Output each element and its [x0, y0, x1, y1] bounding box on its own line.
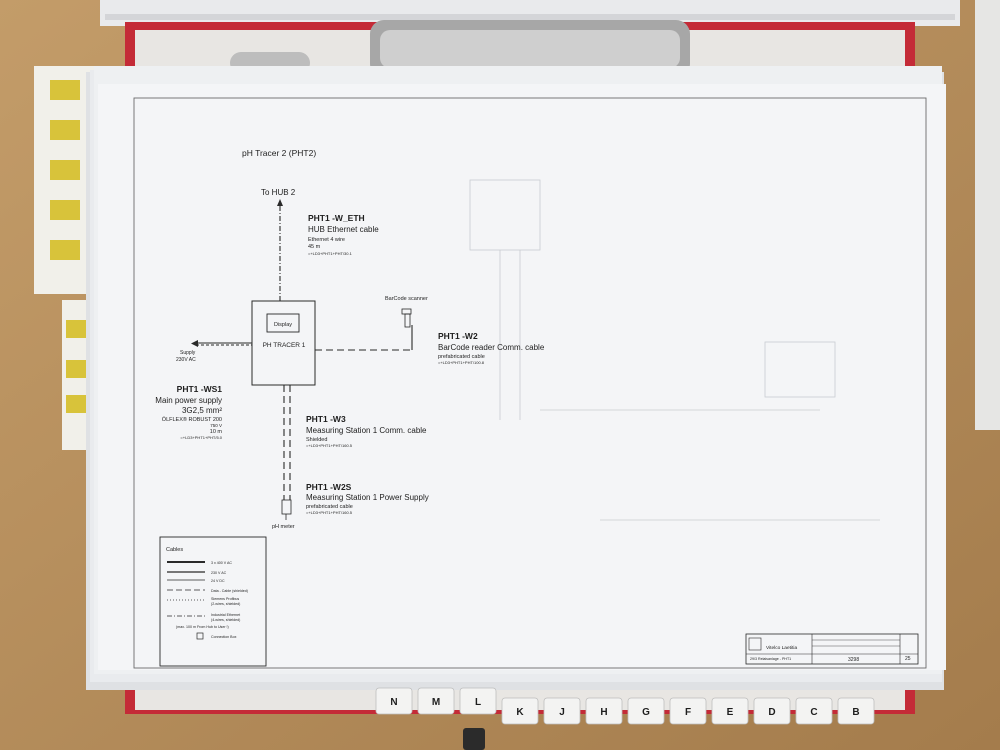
- index-tab[interactable]: C: [795, 697, 833, 725]
- cable-legend: Cables 3 x 400 V AC 230 V AC 24 V DC Dat…: [159, 536, 267, 667]
- display-label: Display: [274, 322, 292, 328]
- cable-line: =+LD3+PHT1+PHT/100.8: [438, 360, 485, 365]
- supply-arrow: [191, 340, 198, 347]
- cable-line: 3G2,5 mm²: [182, 406, 222, 415]
- legend-item: 230 V AC: [211, 571, 227, 575]
- legend-item: (max. 100 m From Hub to User !): [176, 625, 229, 629]
- index-tab[interactable]: M: [417, 687, 455, 715]
- cable-line: =+LD3+PHT1+PHT/5.0: [180, 435, 222, 440]
- title-block: Vitelco Laetitia 29/3 Relaisanlage - PHT…: [745, 633, 919, 665]
- meter-label: pH meter: [272, 524, 295, 530]
- index-tab[interactable]: L: [459, 687, 497, 715]
- index-tab[interactable]: H: [585, 697, 623, 725]
- supply-label-1: Supply: [180, 350, 196, 356]
- tab-letter: H: [600, 707, 607, 718]
- index-tab[interactable]: F: [669, 697, 707, 725]
- tab-letter: E: [727, 707, 734, 718]
- legend-item: 3 x 400 V AC: [211, 561, 232, 565]
- legend-title: Cables: [166, 547, 183, 553]
- cable-line: prefabricated cable: [438, 354, 485, 360]
- cable-ws1: PHT1 -WS1 Main power supply 3G2,5 mm² ÖL…: [155, 384, 222, 440]
- cable-id: PHT1 -W2: [438, 331, 478, 341]
- legend-item: Connection Box: [211, 635, 237, 639]
- to-hub-label: To HUB 2: [261, 188, 296, 197]
- cable-line: 10 m: [210, 429, 223, 435]
- tab-letter: B: [852, 707, 859, 718]
- cable-name: HUB Ethernet cable: [308, 225, 379, 234]
- ring-mechanism: [230, 20, 690, 78]
- index-tab[interactable]: K: [501, 697, 539, 725]
- cable-line: =+LD3+PHT1+PHT/30.1: [308, 251, 353, 256]
- index-tab[interactable]: B: [837, 697, 875, 725]
- scanner-label: BarCode scanner: [385, 296, 428, 302]
- ph-meter-icon: [281, 499, 292, 520]
- cable-id: PHT1 -W3: [306, 414, 346, 424]
- legend-item: (4-wires, shielded): [211, 618, 240, 622]
- cable-line: Shielded: [306, 437, 327, 443]
- cable-name: Measuring Station 1 Power Supply: [306, 493, 429, 502]
- cable-line: prefabricated cable: [306, 504, 353, 510]
- index-tab[interactable]: D: [753, 697, 791, 725]
- tab-letter: N: [390, 697, 397, 708]
- tab-letter: K: [516, 707, 524, 718]
- cable-line: =+LD3+PHT1+PHT/160.5: [306, 510, 353, 515]
- index-tab[interactable]: E: [711, 697, 749, 725]
- left-tab-strip: [34, 66, 98, 450]
- hub-arrow: [277, 199, 283, 206]
- legend-item: Data - Cable (shielded): [211, 589, 248, 593]
- drawing-number: 3298: [848, 657, 859, 663]
- barcode-scanner-icon: [401, 308, 412, 328]
- sheet-title: pH Tracer 2 (PHT2): [242, 148, 316, 158]
- side-paper: [975, 0, 1000, 430]
- cable-name: Main power supply: [155, 396, 222, 405]
- cable-w-eth: PHT1 -W_ETH HUB Ethernet cable Ethernet …: [308, 213, 379, 256]
- tab-letter: M: [432, 697, 440, 708]
- tab-letter: C: [810, 707, 817, 718]
- cable-line: 45 m: [308, 244, 321, 250]
- cable-w3: PHT1 -W3 Measuring Station 1 Comm. cable…: [306, 414, 427, 448]
- cable-name: BarCode reader Comm. cable: [438, 343, 545, 352]
- tab-letter: D: [768, 707, 775, 718]
- cable-id: PHT1 -W2S: [306, 482, 352, 492]
- index-tab[interactable]: N: [375, 687, 413, 715]
- drawing-sheet: [98, 84, 946, 670]
- cable-line: =+LD3+PHT1+PHT/160.5: [306, 443, 353, 448]
- tab-letter: L: [475, 697, 481, 708]
- tab-letter: G: [642, 707, 650, 718]
- cable-line: ÖLFLEX® ROBUST 200: [162, 416, 222, 423]
- tab-letter: F: [685, 707, 691, 718]
- cable-id: PHT1 -W_ETH: [308, 213, 365, 223]
- legend-item: Siemens Profibus: [211, 597, 239, 601]
- display-box: [266, 313, 300, 333]
- legend-item: Industrial Ethernet: [211, 613, 240, 617]
- index-tab[interactable]: J: [543, 697, 581, 725]
- cable-line: 750 V: [210, 423, 222, 428]
- top-paper-stack: [100, 0, 960, 26]
- cable-line: Ethernet 4 wire: [308, 237, 345, 243]
- sheet-frame: [133, 97, 927, 669]
- company-name: Vitelco Laetitia: [766, 645, 797, 651]
- legend-item: (2-wires, shielded): [211, 602, 240, 606]
- cable-w2s: PHT1 -W2S Measuring Station 1 Power Supp…: [306, 482, 429, 515]
- cable-w2: PHT1 -W2 BarCode reader Comm. cable pref…: [438, 331, 545, 365]
- sheet-number: 25: [905, 656, 911, 662]
- document-name: 29/3 Relaisanlage - PHT1: [750, 657, 791, 661]
- binder-clip: [463, 728, 485, 750]
- cable-id: PHT1 -WS1: [177, 384, 223, 394]
- legend-item: 24 V DC: [211, 579, 225, 583]
- supply-label-2: 230V AC: [176, 357, 196, 363]
- show-through-lines: [469, 179, 880, 521]
- device-label: PH TRACER 1: [263, 342, 306, 349]
- cable-name: Measuring Station 1 Comm. cable: [306, 426, 427, 435]
- tab-letter: J: [559, 707, 565, 718]
- index-tab[interactable]: G: [627, 697, 665, 725]
